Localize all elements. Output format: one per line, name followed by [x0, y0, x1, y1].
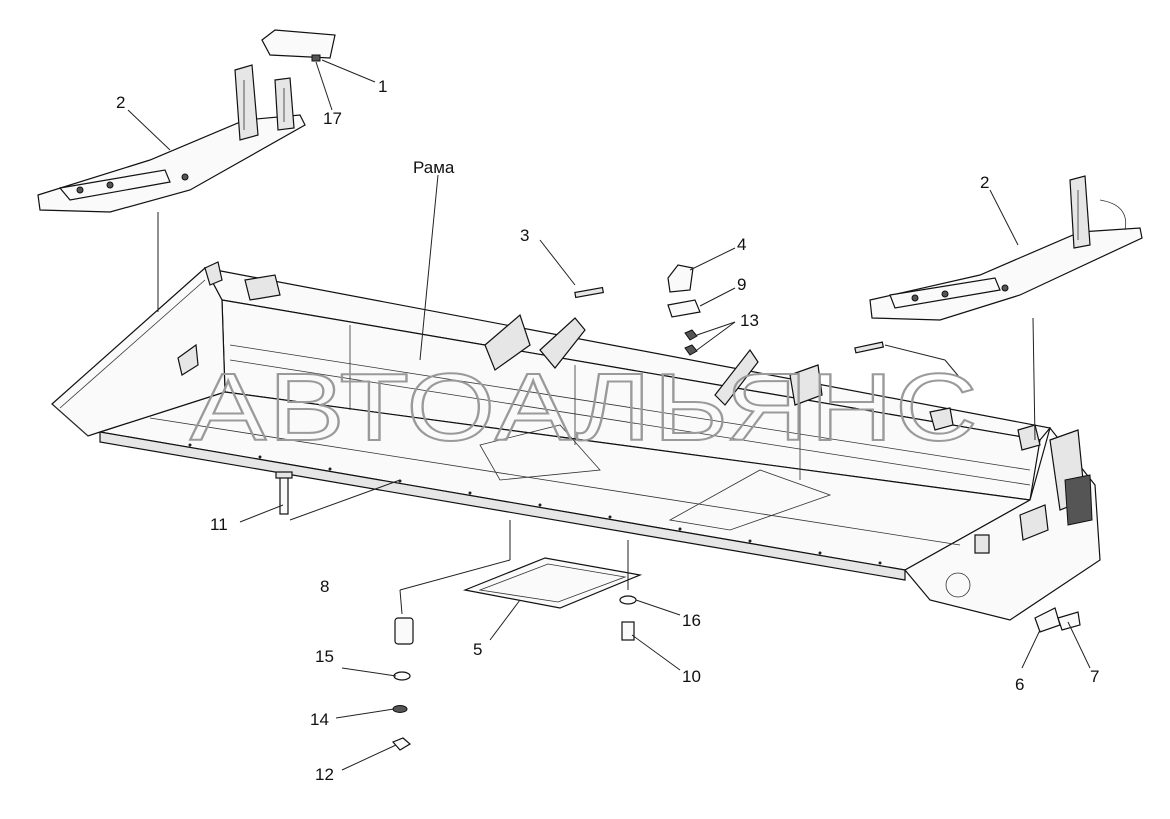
- callout-2-left: 2: [116, 93, 125, 112]
- callout-8: 8: [320, 577, 329, 596]
- right-skid: [869, 175, 1143, 321]
- callout-17: 17: [323, 109, 342, 128]
- callout-2-right: 2: [980, 173, 989, 192]
- watermark: АВТОАЛЬЯНС: [190, 354, 980, 461]
- callout-5: 5: [473, 640, 482, 659]
- callout-11: 11: [210, 515, 228, 534]
- callout-13: 13: [740, 311, 759, 330]
- cover-part-1: [261, 29, 336, 62]
- frame-label: Рама: [413, 158, 455, 177]
- callout-16: 16: [682, 611, 701, 630]
- hardware-parts: [275, 264, 1081, 751]
- callout-labels: Рама 1 2 2 3 4 5 6 7 8 9 10 11 12 13 14 …: [116, 77, 1099, 784]
- left-skid: [37, 64, 306, 213]
- callout-4: 4: [737, 235, 746, 254]
- callout-7: 7: [1090, 667, 1099, 686]
- callout-1: 1: [378, 77, 387, 96]
- callout-14: 14: [310, 710, 329, 729]
- leader-lines: [127, 59, 1091, 771]
- front-edge-holes: [188, 443, 882, 565]
- main-frame: [51, 261, 1101, 621]
- callout-15: 15: [315, 647, 334, 666]
- callout-3: 3: [520, 226, 529, 245]
- callout-9: 9: [737, 275, 746, 294]
- callout-12: 12: [315, 765, 334, 784]
- callout-6: 6: [1015, 675, 1024, 694]
- callout-10: 10: [682, 667, 701, 686]
